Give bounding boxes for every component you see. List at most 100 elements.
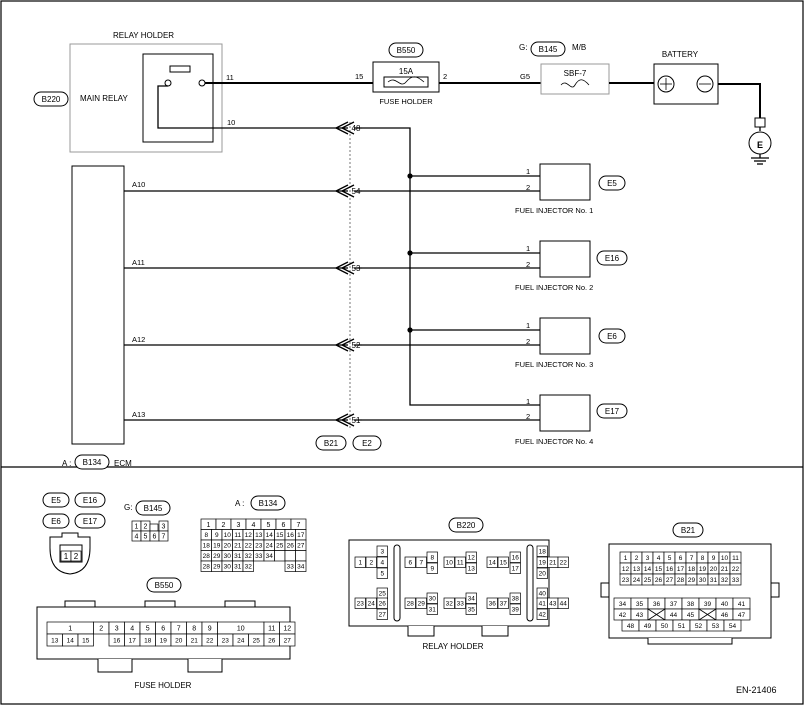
b220-pin-8: 8: [430, 555, 434, 562]
b220-pin-43: 43: [549, 601, 557, 608]
inj2-pin2: 2: [526, 260, 530, 269]
b550-pin-2: 2: [99, 626, 103, 633]
fuel-injector-4: 1 2 E17 FUEL INJECTOR No. 4: [515, 394, 628, 446]
b550-pin-13: 13: [51, 637, 59, 644]
b145-pin-6: 6: [153, 534, 157, 541]
b21-pin-23: 23: [622, 577, 630, 584]
face-b220-label: B220: [457, 521, 476, 530]
ground-symbol-letter: E: [757, 140, 763, 150]
b550-pin-19: 19: [160, 637, 168, 644]
wire-battery-to-ground: [718, 83, 761, 118]
relay-coil: [169, 65, 191, 73]
b21-pin-12: 12: [622, 566, 630, 573]
b21-pin-33: 33: [732, 577, 740, 584]
b21-pin-6: 6: [679, 555, 683, 562]
connector-b220-label: B220: [42, 95, 61, 104]
b550-pin-26: 26: [268, 637, 276, 644]
inj1-pin1: 1: [526, 167, 530, 176]
fuse-element: [387, 76, 425, 85]
b21-pin-27: 27: [666, 577, 674, 584]
b220-pin-40: 40: [539, 591, 547, 598]
inj3-pin2: 2: [526, 337, 530, 346]
inj3-pin1: 1: [526, 321, 530, 330]
b134-pin-12: 12: [245, 532, 253, 539]
b21-pin-4: 4: [657, 555, 661, 562]
ground-terminal: [754, 117, 766, 128]
ecm-prefix: A :: [62, 459, 71, 468]
b550-pin-6: 6: [161, 626, 165, 633]
b220-pin-5: 5: [380, 571, 384, 578]
b134-pin-34: 34: [266, 553, 274, 560]
b21-pin-10: 10: [721, 555, 729, 562]
b21-pin-42: 42: [619, 612, 627, 619]
face-e5-bubble: [42, 492, 70, 508]
b220-pin-44: 44: [560, 601, 568, 608]
b21-pin-54: 54: [729, 623, 737, 630]
b550-pin-24: 24: [237, 637, 245, 644]
b134-pin-4: 4: [252, 522, 256, 529]
b21-pin-18: 18: [688, 566, 696, 573]
b134-pin-14: 14: [266, 532, 274, 539]
b21-pin-5: 5: [668, 555, 672, 562]
b145-pin-2: 2: [144, 524, 148, 531]
b21-pin-20: 20: [710, 566, 718, 573]
battery-label: BATTERY: [662, 50, 699, 59]
b21-pin-2: 2: [635, 555, 639, 562]
inj3-connector: E6: [607, 332, 617, 341]
joint-chevron-outer: [334, 413, 349, 427]
relay-holder-label: RELAY HOLDER: [113, 31, 174, 40]
b134-pin-19: 19: [213, 543, 221, 550]
b134-pin-7: 7: [297, 522, 301, 529]
b134-pin-16: 16: [287, 532, 295, 539]
b550-pin-4: 4: [130, 626, 134, 633]
b134-pin-24: 24: [266, 543, 274, 550]
face-e6-bubble: [42, 513, 70, 529]
joint-pin-51: 51: [352, 416, 361, 425]
b134-pin-34: 34: [297, 564, 305, 571]
b145-pin-4: 4: [135, 534, 139, 541]
b134-pin-20: 20: [224, 543, 232, 550]
b550-pin-20: 20: [175, 637, 183, 644]
b550-pin-14: 14: [67, 637, 75, 644]
b21-pin-24: 24: [633, 577, 641, 584]
b220-pin-28: 28: [407, 601, 415, 608]
b550-pin-27: 27: [284, 637, 292, 644]
fuse-pin-2: 2: [443, 72, 447, 81]
b220-pin-14: 14: [489, 560, 497, 567]
b550-pin-17: 17: [129, 637, 137, 644]
b134-pin-32: 32: [245, 553, 253, 560]
inj2-pin1: 1: [526, 244, 530, 253]
b220-pin-36: 36: [489, 601, 497, 608]
connector-b550-label: B550: [397, 46, 416, 55]
b220-pin-35: 35: [468, 607, 476, 614]
b134-pin-31: 31: [234, 553, 242, 560]
face-e17-label: E17: [83, 517, 98, 526]
b134-pin-1: 1: [207, 522, 211, 529]
b21-pin-13: 13: [633, 566, 641, 573]
b220-pin-26: 26: [379, 601, 387, 608]
joint-chevron-inner: [340, 121, 355, 135]
ecm-pin-a13: A13: [132, 410, 145, 419]
fuel-injector-1: 1 2 E5 FUEL INJECTOR No. 1: [515, 163, 626, 215]
b134-pin-8: 8: [204, 532, 208, 539]
ecm-box: [71, 165, 125, 445]
b550-pin-25: 25: [253, 637, 261, 644]
b220-pin-21: 21: [549, 560, 557, 567]
b21-pin-22: 22: [732, 566, 740, 573]
face-fuse-holder-label: FUSE HOLDER: [135, 681, 192, 690]
connector-e2-label: E2: [362, 439, 372, 448]
b220-pin-1: 1: [358, 560, 362, 567]
ecm-pin-a12: A12: [132, 335, 145, 344]
b21-pin-1: 1: [624, 555, 628, 562]
junction-dot-3: [407, 327, 413, 333]
face-e17-bubble: [74, 513, 106, 529]
b550-pin-18: 18: [144, 637, 152, 644]
b134-pin-21: 21: [234, 543, 242, 550]
b220-pin-19: 19: [539, 560, 547, 567]
b21-pin-41: 41: [738, 601, 746, 608]
inj4-pin1: 1: [526, 397, 530, 406]
